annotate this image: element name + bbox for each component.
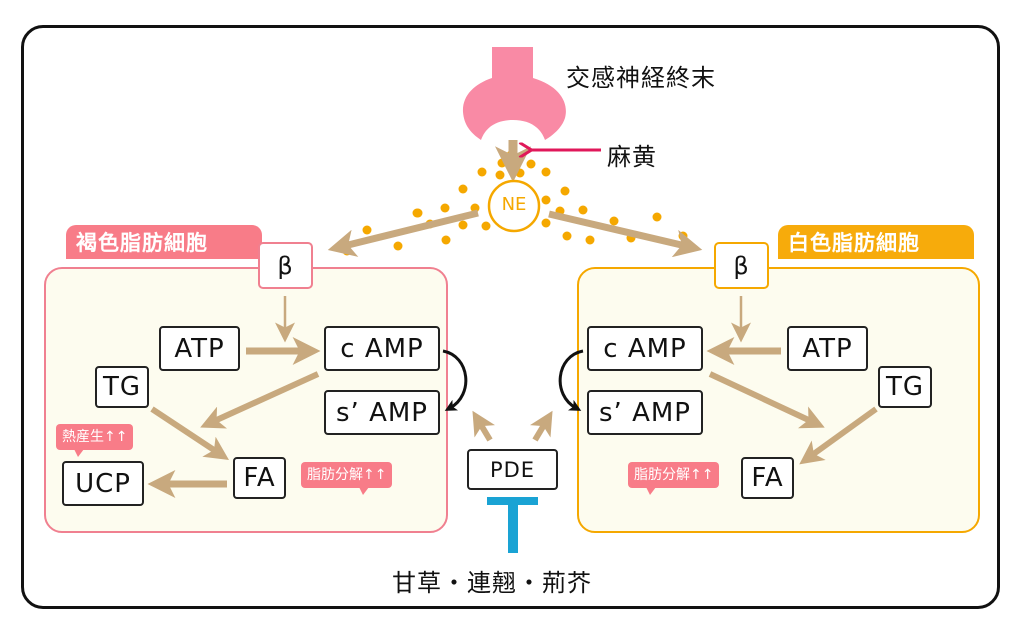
brown-lipolysis-tag: 脂肪分解↑↑ <box>301 462 393 495</box>
outer-frame <box>21 25 1000 609</box>
ne-label: NE <box>501 194 527 215</box>
white-camp-box: c AMP <box>587 326 703 371</box>
brown-camp-to-fa-arrow <box>200 371 320 429</box>
white-samp-box: s’ AMP <box>587 390 703 435</box>
brown-samp-box: s’ AMP <box>324 390 440 435</box>
brown-tg-box: TG <box>95 366 149 408</box>
pde-to-white-arrow <box>529 410 553 442</box>
thermogenesis-tag: 熱産生↑↑ <box>56 424 134 457</box>
white-camp-to-samp-curve <box>558 349 584 411</box>
brown-adipocyte-title: 褐色脂肪細胞 <box>66 225 262 259</box>
brown-camp-to-samp-curve <box>442 349 468 411</box>
brown-ucp-box: UCP <box>62 461 144 506</box>
pde-box: PDE <box>467 449 558 490</box>
nerve-terminal-label: 交感神経終末 <box>566 64 716 92</box>
white-fa-box: FA <box>741 457 794 499</box>
brown-beta-receptor: β <box>258 242 313 289</box>
white-adipocyte-title: 白色脂肪細胞 <box>778 225 974 259</box>
brown-fa-box: FA <box>233 457 286 499</box>
white-tg-box: TG <box>878 366 932 408</box>
ne-circle <box>487 179 541 233</box>
brown-camp-box: c AMP <box>324 326 440 371</box>
white-beta-receptor: β <box>714 242 769 289</box>
white-atp-box: ATP <box>787 326 868 371</box>
pde-to-brown-arrow <box>472 410 496 442</box>
ne-to-brown-beta-arrow <box>327 209 479 257</box>
white-camp-to-fa-arrow <box>708 371 825 429</box>
brown-tg-to-fa-arrow <box>150 406 230 460</box>
nerve-terminal-shape <box>462 47 566 140</box>
inhibition-bar-icon <box>487 497 538 553</box>
white-lipolysis-tag: 脂肪分解↑↑ <box>628 462 720 495</box>
white-tg-to-fa-arrow <box>799 406 878 465</box>
brown-atp-box: ATP <box>159 326 240 371</box>
ephedra-label: 麻黄 <box>607 143 657 171</box>
pde-inhibitors-label: 甘草・連翹・荊芥 <box>392 569 592 597</box>
ne-to-white-beta-arrow <box>548 210 703 258</box>
